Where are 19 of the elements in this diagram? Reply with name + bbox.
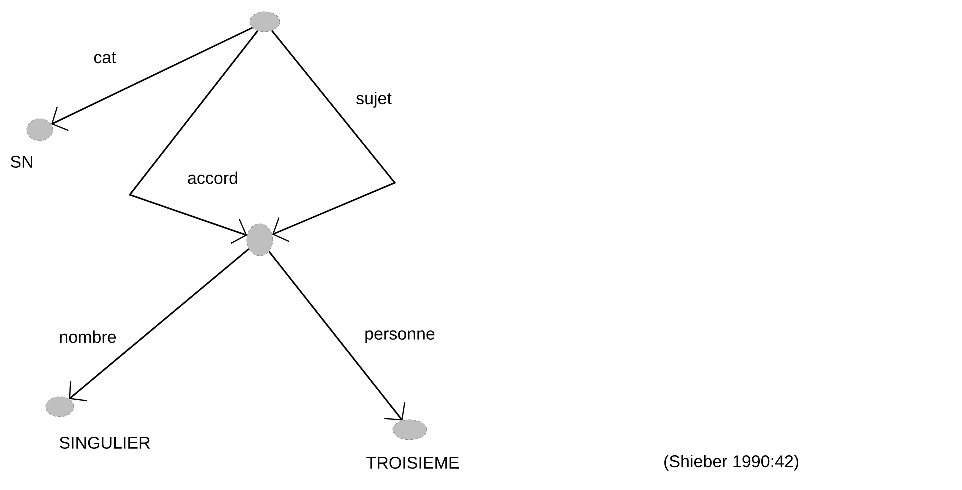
node-label: TROISIEME <box>366 456 460 470</box>
arrow <box>69 248 250 402</box>
node-label: SN <box>10 156 32 168</box>
edge-label: accord <box>186 170 240 186</box>
arrow <box>272 30 396 242</box>
edge-label: sujet <box>355 91 393 109</box>
node-label: SINGULIER <box>60 436 150 450</box>
edge-label: personne <box>364 330 436 344</box>
graph-node <box>246 224 274 256</box>
graph-node <box>392 420 428 440</box>
graph-node <box>46 396 74 418</box>
edge-label: nombre <box>58 330 118 344</box>
citation: (Shieber 1990:42) <box>664 455 799 471</box>
graph-node <box>250 12 280 32</box>
arrow <box>128 30 259 244</box>
graph-node <box>26 118 54 142</box>
edge-label: cat <box>92 51 118 65</box>
arrow <box>268 251 406 421</box>
arrow <box>52 27 253 132</box>
